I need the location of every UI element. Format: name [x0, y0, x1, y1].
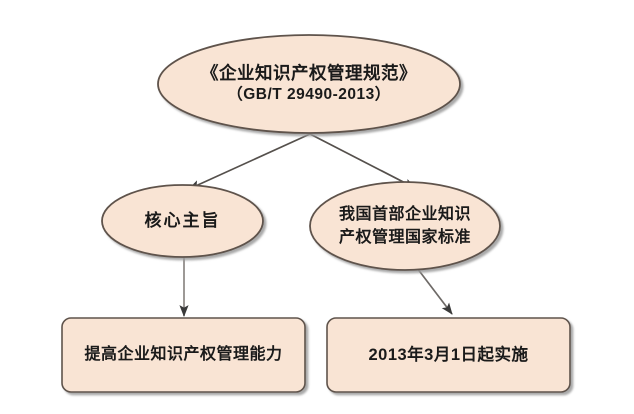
- node-shape-date[interactable]: [326, 317, 571, 393]
- connector-root-to-standard: [309, 133, 416, 189]
- node-shape-standard[interactable]: [309, 181, 501, 271]
- node-shape-root[interactable]: [157, 34, 461, 134]
- connector-standard-to-date: [413, 263, 453, 315]
- node-shape-ability[interactable]: [61, 317, 306, 393]
- connector-root-to-core: [188, 133, 311, 190]
- node-shape-core[interactable]: [101, 184, 264, 258]
